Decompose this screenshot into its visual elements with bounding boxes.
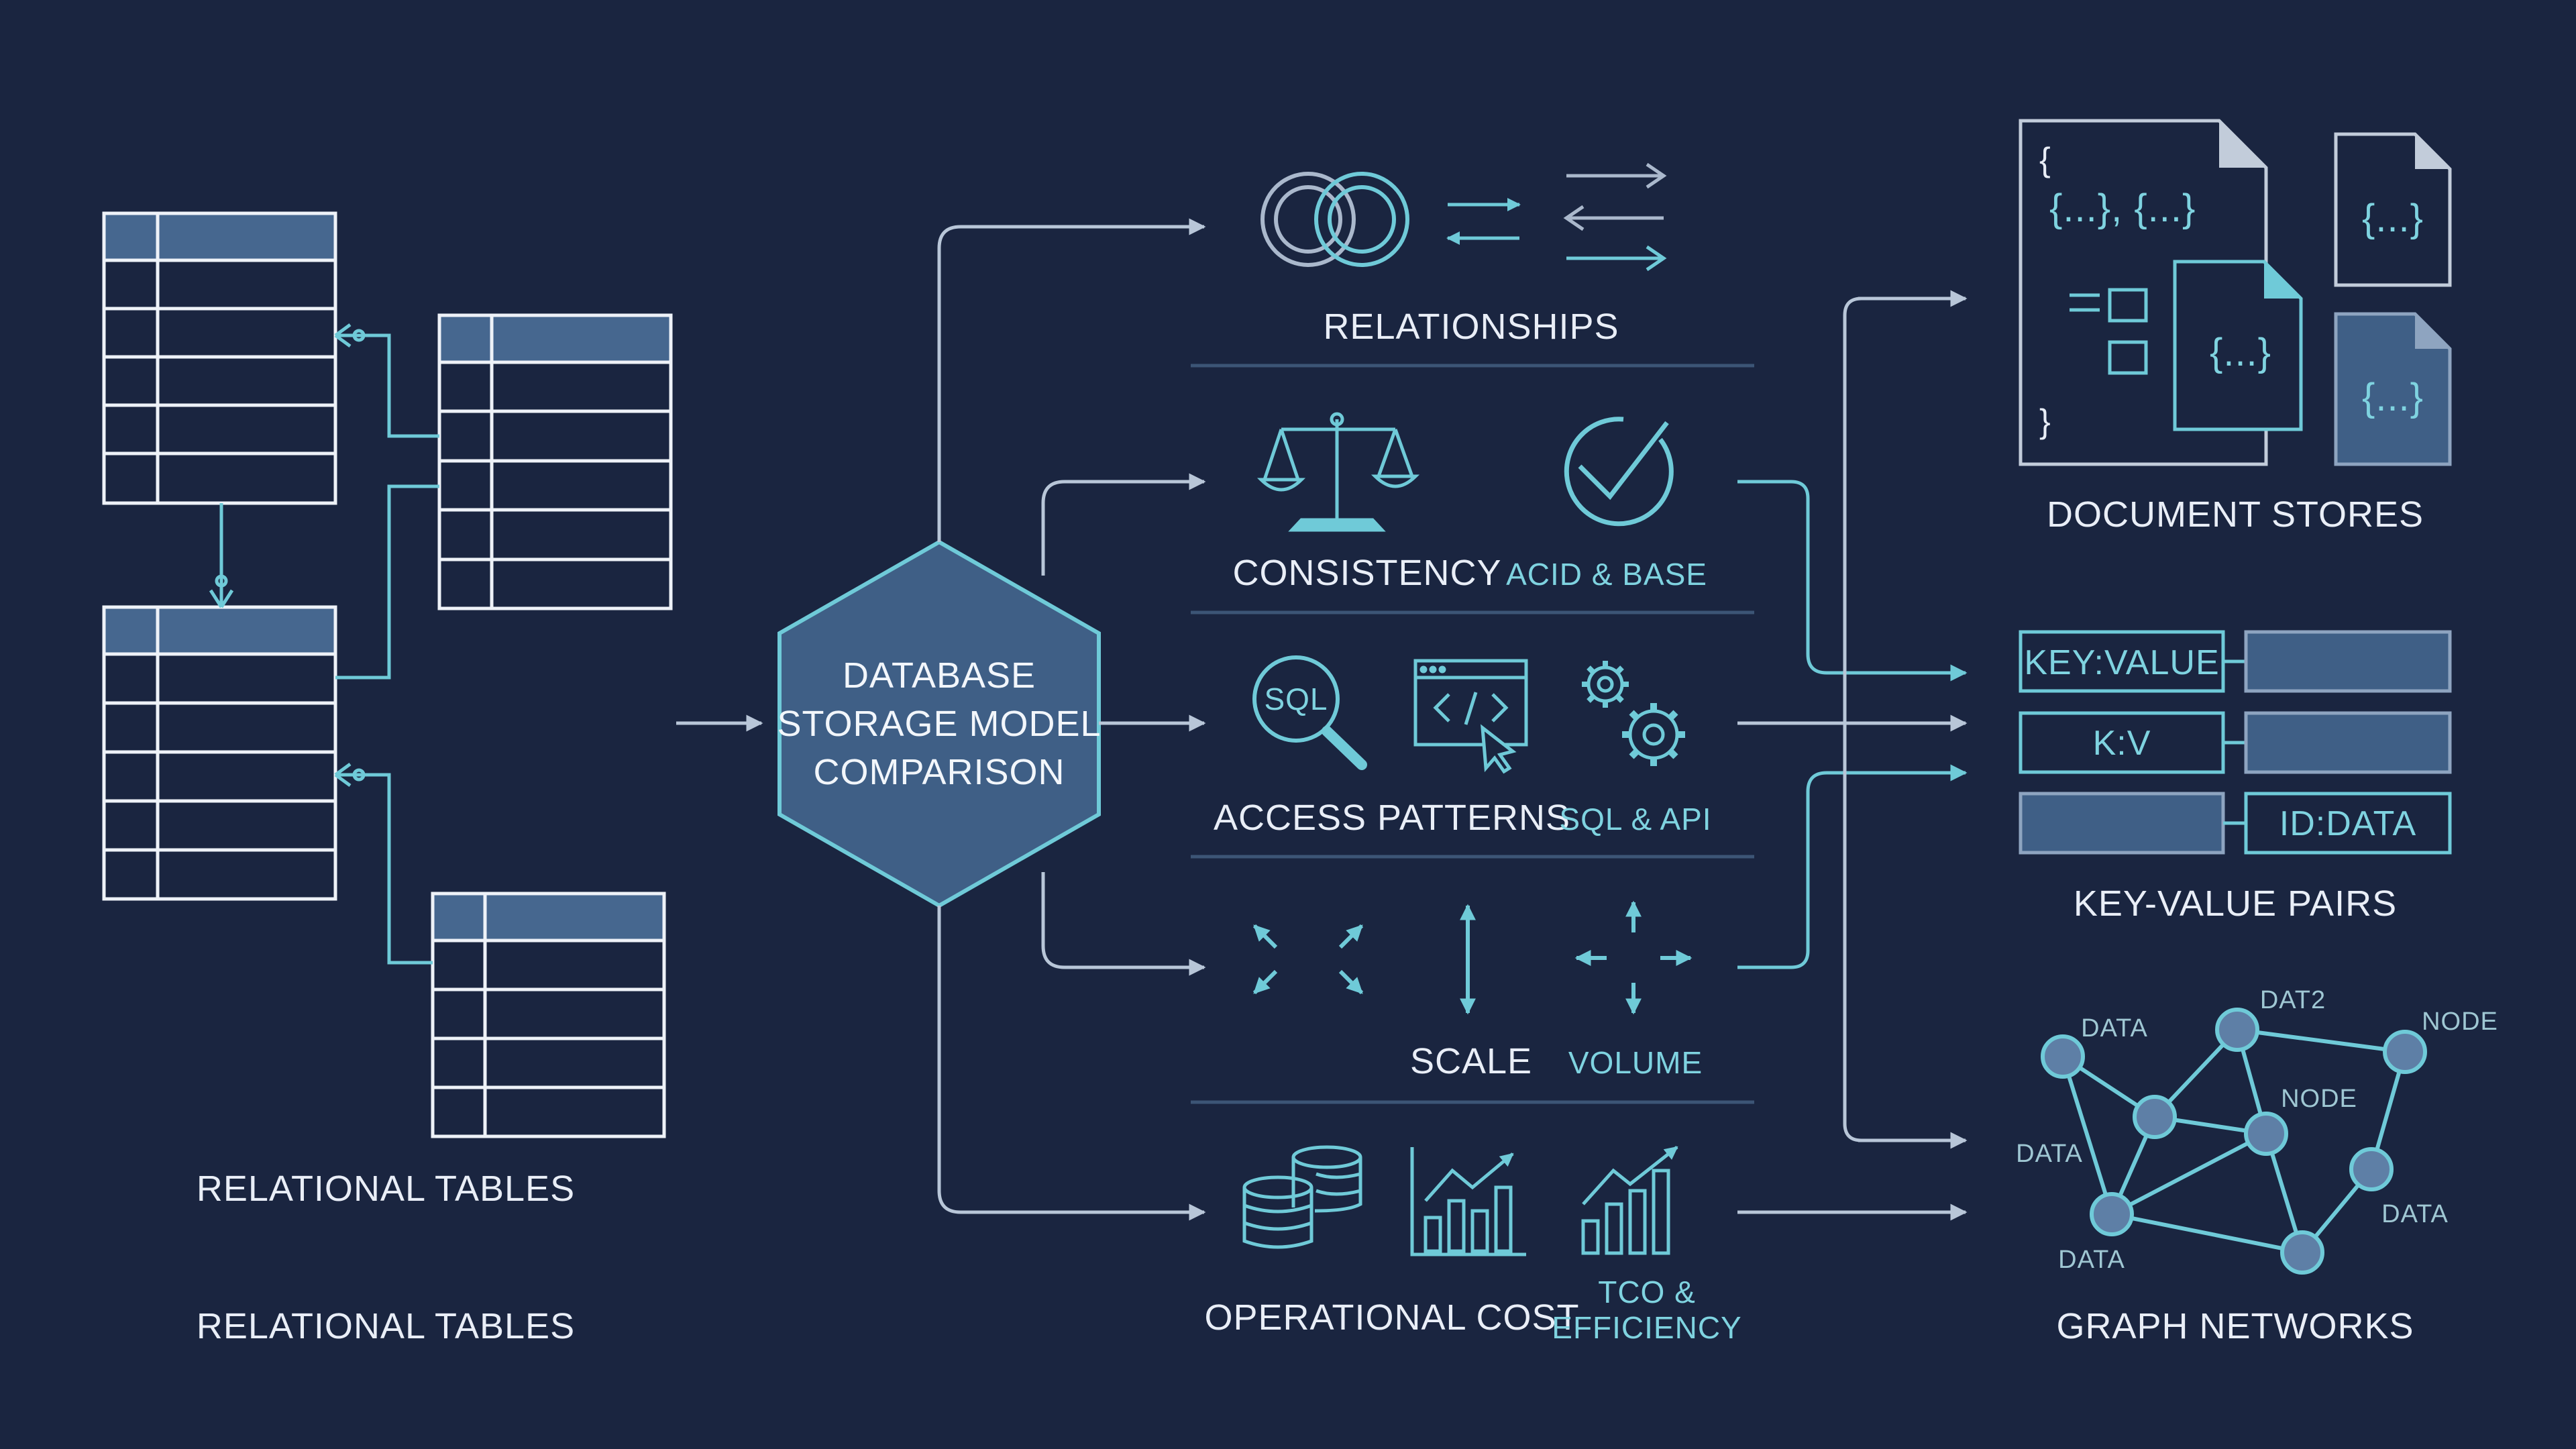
graph-node [2215,1008,2259,1052]
kv-key-3 [2019,792,2225,855]
criterion-access-patterns: SQL ACCESS PATTERNS SQL & API [1214,655,1711,838]
graph-node [2349,1147,2394,1191]
relational-tables-caption: RELATIONAL TABLES [197,1306,575,1346]
side-document-bottom: {...} [2334,312,2452,466]
key-value-label: KEY-VALUE PAIRS [2074,883,2397,924]
brace-close: } [2039,402,2051,440]
side-doc-token-2: {...} [2362,376,2424,419]
consistency-sub: ACID & BASE [1506,557,1707,592]
graph-nodes [2041,1008,2427,1275]
graph-node-label: DATA [2381,1200,2449,1228]
consistency-label: CONSISTENCY [1232,553,1501,593]
document-stores-group: { {...}, {...} } {...} {...} {...} DOCU [2019,119,2452,535]
kv-key-2-text: K:V [2093,724,2151,763]
access-patterns-sub: SQL & API [1559,802,1711,837]
criteria-dividers [1191,364,1754,1104]
graph-network-group: DATA DAT2 NODE NODE DATA DATA DATA GRAPH… [2016,986,2498,1346]
side-doc-token-1: {...} [2362,197,2424,240]
expand-arrows-icon [1252,924,1364,995]
relational-tables-group: RELATIONAL TABLES RELATIONAL TABLES [102,211,673,1346]
table-b [437,313,673,610]
scale-sub: VOLUME [1568,1045,1703,1080]
relationships-label: RELATIONSHIPS [1323,307,1619,347]
gears-icon [1582,661,1685,766]
graph-node-label: DAT2 [2260,986,2326,1014]
bar-chart-icon [1410,1147,1526,1256]
graph-node-label: NODE [2281,1085,2357,1113]
graph-node-label: DATA [2058,1246,2125,1274]
balance-scale-icon [1256,412,1420,532]
graph-node-label: DATA [2081,1014,2148,1042]
graph-node [2133,1095,2177,1139]
brace-open: { [2039,141,2051,178]
center-connectors [937,218,1206,1221]
graph-networks-label: GRAPH NETWORKS [2056,1306,2414,1346]
operational-cost-sub-1: TCO & [1598,1275,1696,1309]
center-hexagon: DATABASE STORAGE MODEL COMPARISON [777,539,1101,908]
kv-value-3-text: ID:DATA [2279,804,2416,843]
graph-node [2280,1230,2324,1275]
kv-value-1 [2244,630,2452,693]
graph-node-label: DATA [2016,1140,2083,1168]
table-c [102,605,337,901]
table-d [431,892,666,1138]
inner-document: {...} [2173,260,2303,431]
kv-key-1-text: KEY:VALUE [2024,643,2219,682]
hex-title-line1: DATABASE [843,655,1036,696]
relational-tables-label: RELATIONAL TABLES [197,1169,575,1209]
check-circle-icon [1564,417,1674,527]
graph-node [2090,1192,2134,1236]
criterion-relationships: RELATIONSHIPS [1260,162,1667,347]
document-stores-label: DOCUMENT STORES [2047,494,2424,535]
graph-node [2244,1112,2288,1156]
scale-label: SCALE [1410,1041,1532,1081]
kv-value-2 [2244,711,2452,774]
json-line: {...}, {...} [2049,186,2196,230]
structure-glyph [2070,288,2148,375]
operational-cost-sub-2: EFFICIENCY [1552,1310,1741,1345]
move-arrows-icon [1574,900,1693,1015]
hex-title-line2: STORAGE MODEL [777,704,1101,744]
right-connectors [1737,290,1968,1221]
coin-stacks-icon [1242,1145,1362,1249]
triple-arrows-icon [1563,162,1667,272]
linked-rings-icon [1260,172,1409,267]
swap-arrows-icon [1446,198,1521,245]
criterion-scale: SCALE VOLUME [1252,900,1703,1081]
sql-search-icon: SQL [1252,655,1367,770]
key-value-group: KEY:VALUE K:V ID:DATA KEY-VALUE PAIRS [2019,630,2452,924]
er-connectors [209,323,439,965]
table-a [102,211,337,505]
criterion-consistency: CONSISTENCY ACID & BASE [1232,412,1707,593]
kv-value-3 [2244,792,2452,855]
graph-node [2041,1034,2085,1079]
code-window-icon [1413,659,1528,774]
growth-chart-icon [1581,1146,1678,1255]
hex-title-line3: COMPARISON [813,752,1065,792]
graph-node [2383,1030,2427,1074]
operational-cost-label: OPERATIONAL COST [1204,1297,1579,1338]
inner-doc-token: {...} [2210,331,2271,374]
criterion-operational-cost: OPERATIONAL COST TCO & EFFICIENCY [1204,1145,1741,1345]
sql-icon-text: SQL [1264,682,1328,716]
side-document-top: {...} [2334,132,2452,287]
access-patterns-label: ACCESS PATTERNS [1214,798,1570,838]
graph-node-label: NODE [2422,1008,2498,1036]
